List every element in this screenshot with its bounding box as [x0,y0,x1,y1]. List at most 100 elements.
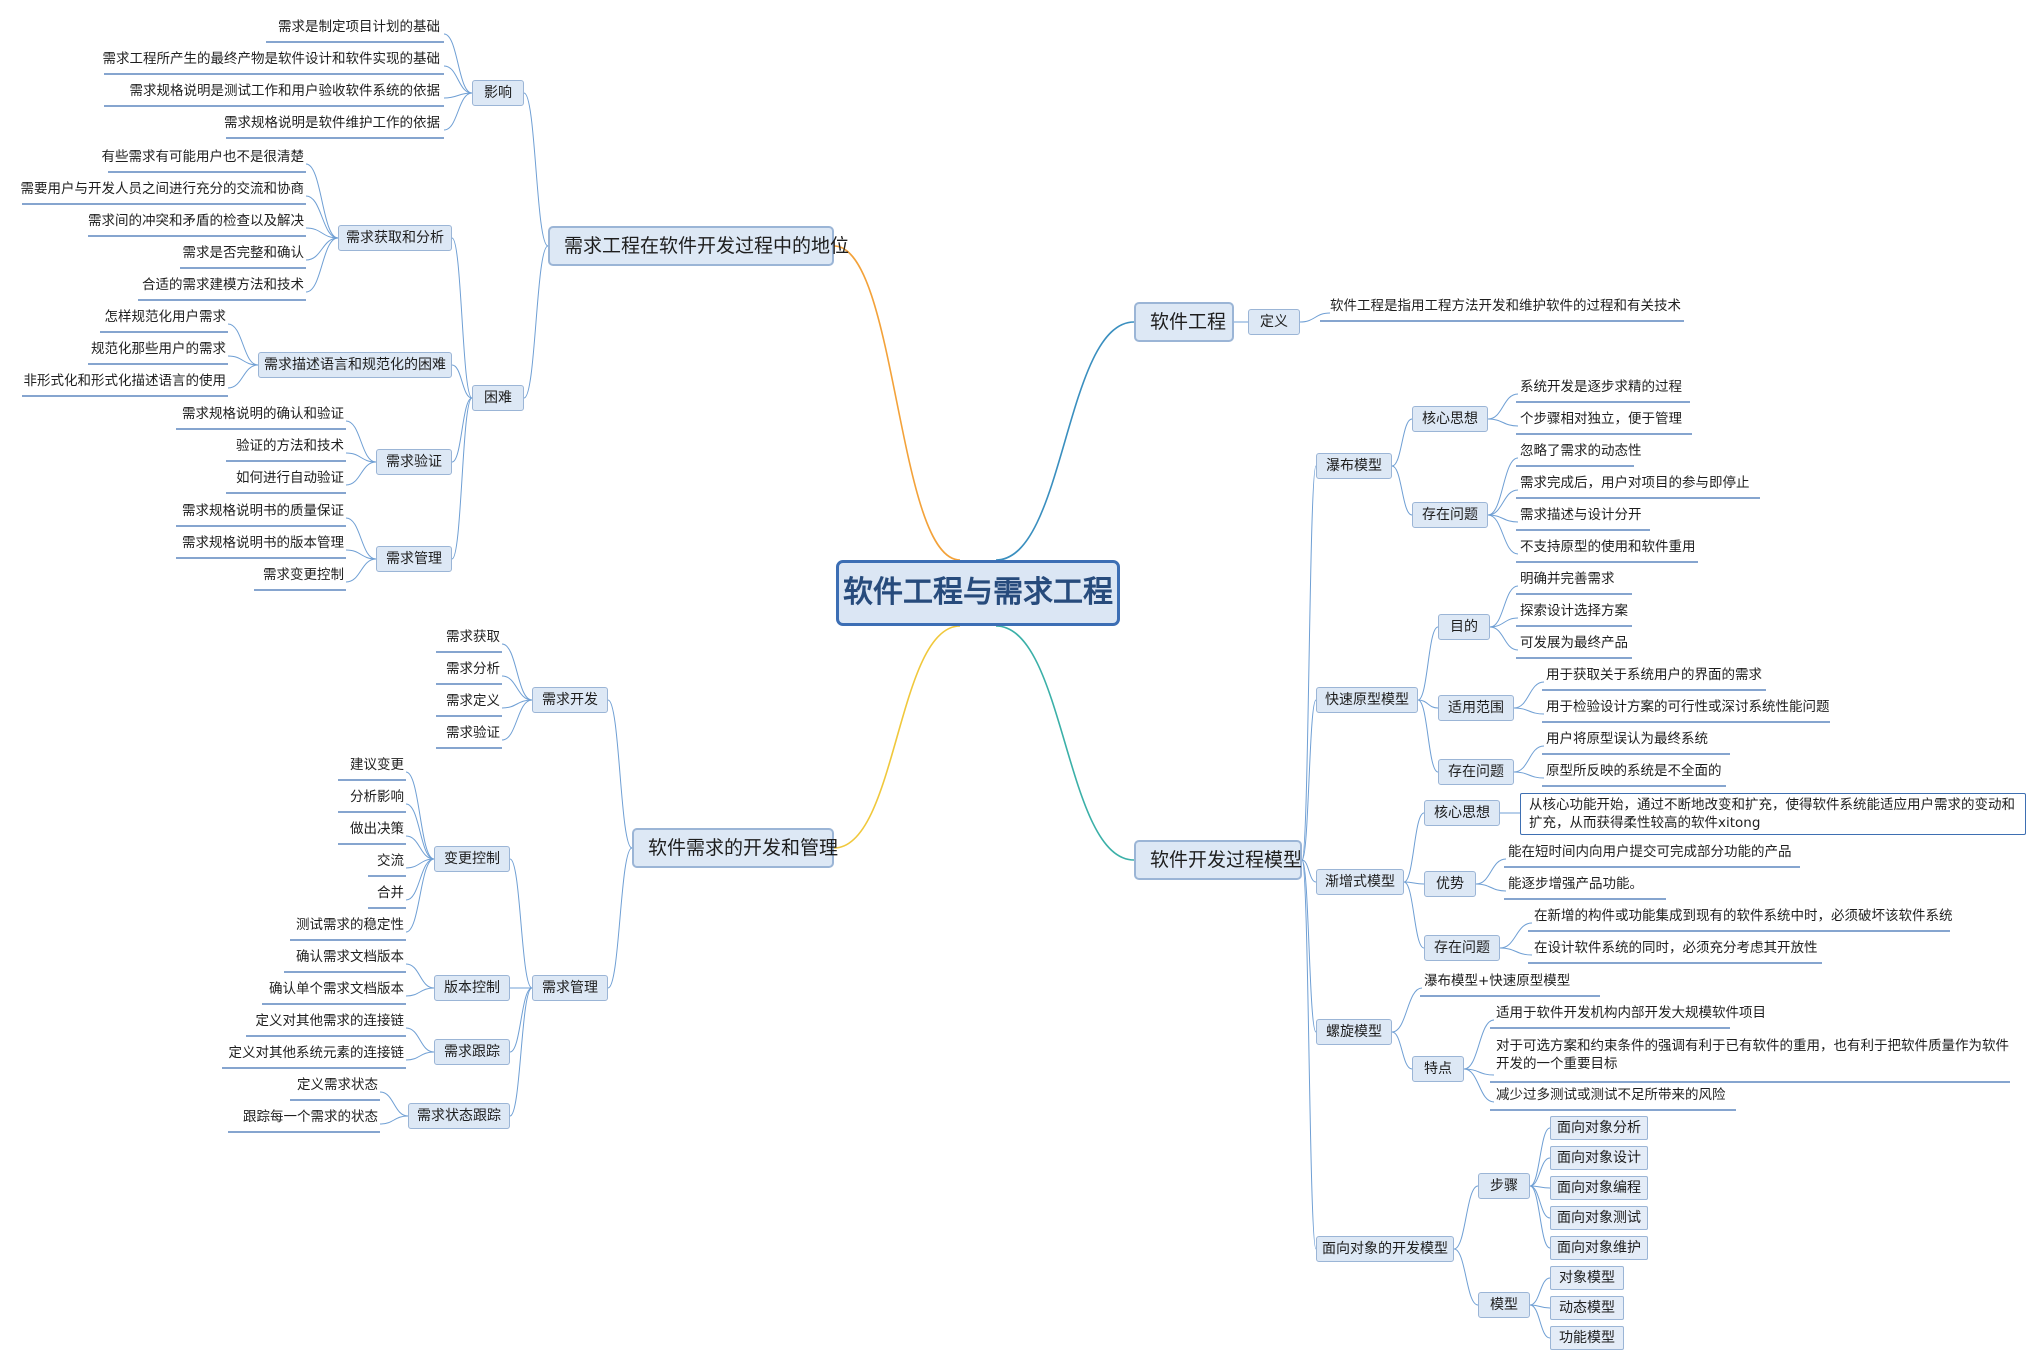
link-impact-2 [443,92,473,99]
link-trc-0 [405,1027,435,1053]
leaf-oo-step-2: 面向对象设计 [1550,1146,1648,1170]
model-object-oriented[interactable]: 面向对象的开发模型 [1316,1236,1454,1262]
link-verify [451,397,473,463]
topic-software-engineering[interactable]: 软件工程 [1134,302,1234,342]
subtopic-requirement-management-2[interactable]: 需求管理 [532,975,608,1001]
link-st-0 [379,1091,409,1117]
leaf-waterfall-issue-4: 不支持原型的使用和软件重用 [1520,539,1696,555]
link-model-4 [1301,859,1317,1250]
subtopic-status-tracing[interactable]: 需求状态跟踪 [408,1103,510,1129]
leaf-waterfall-core-2: 个步骤相对独立，便于管理 [1520,411,1682,427]
link-impact [523,92,549,247]
subtopic-requirement-development[interactable]: 需求开发 [532,687,608,713]
leaf-incremental-adv-2: 能逐步增强产品功能。 [1508,876,1643,892]
link-st-1 [379,1115,409,1125]
model-rapid-prototype[interactable]: 快速原型模型 [1316,687,1418,713]
link-inc-core [1403,812,1425,883]
leaf-oo-model-3: 功能模型 [1550,1326,1624,1350]
leaf-manage-2: 需求规格说明书的版本管理 [182,535,344,551]
leaf-manage-3: 需求变更控制 [263,567,344,583]
leaf-language-2: 规范化那些用户的需求 [91,341,226,357]
model-spiral[interactable]: 螺旋模型 [1316,1019,1392,1045]
link-pt-scope [1417,699,1439,709]
leaf-oo-model-1: 对象模型 [1550,1266,1624,1290]
link-impact-1 [443,65,473,94]
topic-status[interactable]: 需求工程在软件开发过程中的地位 [548,226,849,266]
incremental-advantages[interactable]: 优势 [1424,871,1476,897]
incremental-issues[interactable]: 存在问题 [1424,935,1500,961]
link-ver-0 [345,420,377,463]
leaf-trace-2: 定义对其他系统元素的连接链 [228,1045,405,1061]
leaf-oo-step-3: 面向对象编程 [1550,1176,1648,1200]
leaf-waterfall-issue-3: 需求描述与设计分开 [1520,507,1642,523]
incremental-core-idea[interactable]: 核心思想 [1424,800,1500,826]
link-ptg-0 [1489,585,1519,628]
leaf-verify-1: 需求规格说明的确认和验证 [182,406,344,422]
leaf-acquire-2: 需要用户与开发人员之间进行充分的交流和协商 [20,181,305,197]
subtopic-definition[interactable]: 定义 [1248,309,1300,335]
link-lang-1 [227,355,259,366]
oo-steps[interactable]: 步骤 [1478,1173,1530,1199]
root-topic[interactable]: 软件工程与需求工程 [836,560,1120,626]
prototype-issues[interactable]: 存在问题 [1438,759,1514,785]
model-waterfall[interactable]: 瀑布模型 [1316,453,1392,479]
prototype-scope[interactable]: 适用范围 [1438,695,1514,721]
link-pts-1 [1513,707,1545,715]
waterfall-core-idea[interactable]: 核心思想 [1412,406,1488,432]
subtopic-change-control[interactable]: 变更控制 [434,846,510,872]
subtopic-requirement-verification[interactable]: 需求验证 [376,449,452,475]
link-dev-0 [501,643,533,701]
subtopic-requirement-management[interactable]: 需求管理 [376,546,452,572]
leaf-acquire-1: 有些需求有可能用户也不是很清楚 [101,149,305,165]
link-pti-0 [1513,745,1545,773]
link-inci-1 [1499,947,1533,956]
link-pti-1 [1513,771,1545,779]
link-sp-combo [1391,987,1423,1033]
leaf-waterfall-core-1: 系统开发是逐步求精的过程 [1520,379,1682,395]
link-model-1 [1301,699,1317,861]
link-ver-1 [345,452,377,463]
oo-models[interactable]: 模型 [1478,1292,1530,1318]
link-inca-1 [1475,883,1507,892]
link-pts-0 [1513,681,1545,709]
subtopic-description-language[interactable]: 需求描述语言和规范化的困难 [258,352,452,378]
leaf-oo-model-2: 动态模型 [1550,1296,1624,1320]
prototype-goal[interactable]: 目的 [1438,614,1490,640]
leaf-waterfall-issue-1: 忽略了需求的动态性 [1520,443,1642,459]
link-impact-0 [443,33,473,94]
waterfall-issues[interactable]: 存在问题 [1412,502,1488,528]
leaf-oo-step-1: 面向对象分析 [1550,1116,1648,1140]
leaf-prototype-scope-2: 用于检验设计方案的可行性或深讨系统性能问题 [1546,699,1830,715]
leaf-develop-4: 需求验证 [446,725,500,741]
leaf-acquire-4: 需求是否完整和确认 [182,245,305,261]
topic-process-models[interactable]: 软件开发过程模型 [1134,840,1302,880]
link-chg-2 [405,835,435,860]
link-oos-1 [1529,1157,1551,1187]
link-language [451,364,473,399]
leaf-develop-2: 需求分析 [446,661,500,677]
link-oo-steps [1453,1185,1479,1250]
branch-devmgmt [833,625,961,849]
subtopic-requirement-tracing[interactable]: 需求跟踪 [434,1039,510,1065]
subtopic-difficulty[interactable]: 困难 [472,385,524,411]
leaf-change-6: 测试需求的稳定性 [296,917,404,933]
topic-devmgmt[interactable]: 软件需求的开发和管理 [632,828,838,868]
subtopic-impact[interactable]: 影响 [472,80,524,106]
spiral-features[interactable]: 特点 [1412,1056,1464,1082]
leaf-acquire-5: 合适的需求建模方法和技术 [142,277,304,293]
leaf-change-5: 合并 [377,885,404,901]
leaf-language-3: 非形式化和形式化描述语言的使用 [23,373,227,389]
leaf-incremental-core: 从核心功能开始，通过不断地改变和扩充，使得软件系统能适应用户需求的变动和扩充，从… [1520,793,2026,835]
leaf-oo-step-4: 面向对象测试 [1550,1206,1648,1230]
model-incremental[interactable]: 渐增式模型 [1316,869,1404,895]
leaf-change-2: 分析影响 [350,789,404,805]
subtopic-version-control[interactable]: 版本控制 [434,975,510,1001]
subtopic-acquire-analysis[interactable]: 需求获取和分析 [338,225,452,251]
leaf-spiral-feature-2: 对于可选方案和约束条件的强调有利于已有软件的重用，也有利于把软件质量作为软件开发… [1496,1038,2009,1072]
leaf-prototype-goal-1: 明确并完善需求 [1520,571,1615,587]
link-def-text [1299,312,1331,323]
leaf-manage-1: 需求规格说明书的质量保证 [182,503,344,519]
leaf-incremental-issue-2: 在设计软件系统的同时，必须充分考虑其开放性 [1534,940,1818,956]
branch-status [833,245,961,561]
link-model-3 [1301,859,1317,1033]
